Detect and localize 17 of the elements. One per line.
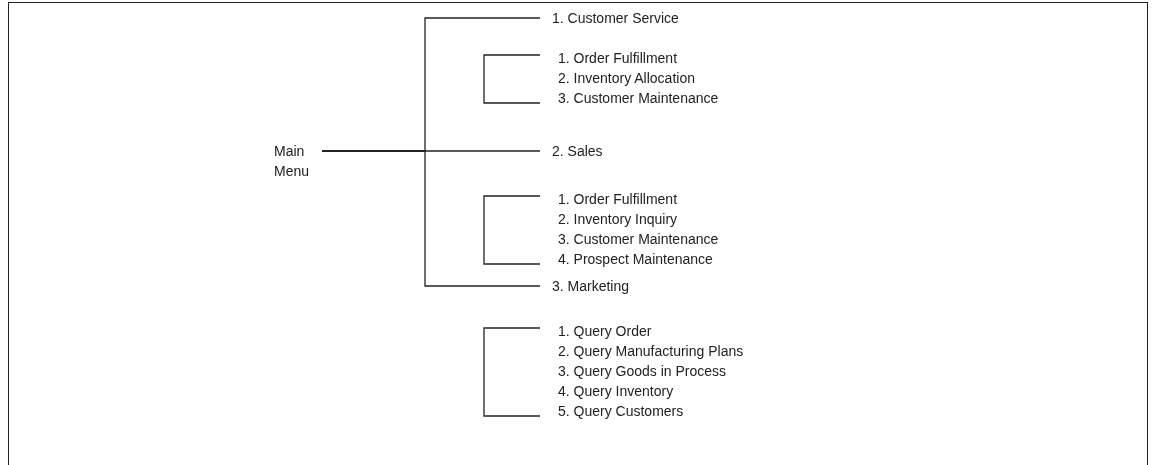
menu-item: 3. Query Goods in Process [540, 361, 727, 381]
menu-label: Main Menu [274, 141, 318, 181]
connector-line [321, 150, 541, 287]
menu-item: 1. Order Fulfillment [540, 48, 678, 68]
menu-item: 3. Marketing [540, 276, 630, 296]
menu-item: 4. Query Inventory [540, 381, 674, 401]
menu-item: 4. Prospect Maintenance [540, 249, 713, 269]
menu-item: 2. Inventory Allocation [540, 68, 695, 88]
menu-item: 3. Customer Maintenance [540, 88, 719, 108]
menu-item: 1. Order Fulfillment [540, 189, 678, 209]
menu-item: 2. Inventory Inquiry [540, 209, 678, 229]
menu-item: 3. Customer Maintenance [540, 229, 719, 249]
menu-item: 2. Sales [540, 141, 603, 161]
menu-item: 1. Query Order [540, 321, 652, 341]
menu-item: 5. Query Customers [540, 401, 684, 421]
menu-item: 1. Customer Service [540, 8, 679, 28]
menu-item: 2. Query Manufacturing Plans [540, 341, 744, 361]
